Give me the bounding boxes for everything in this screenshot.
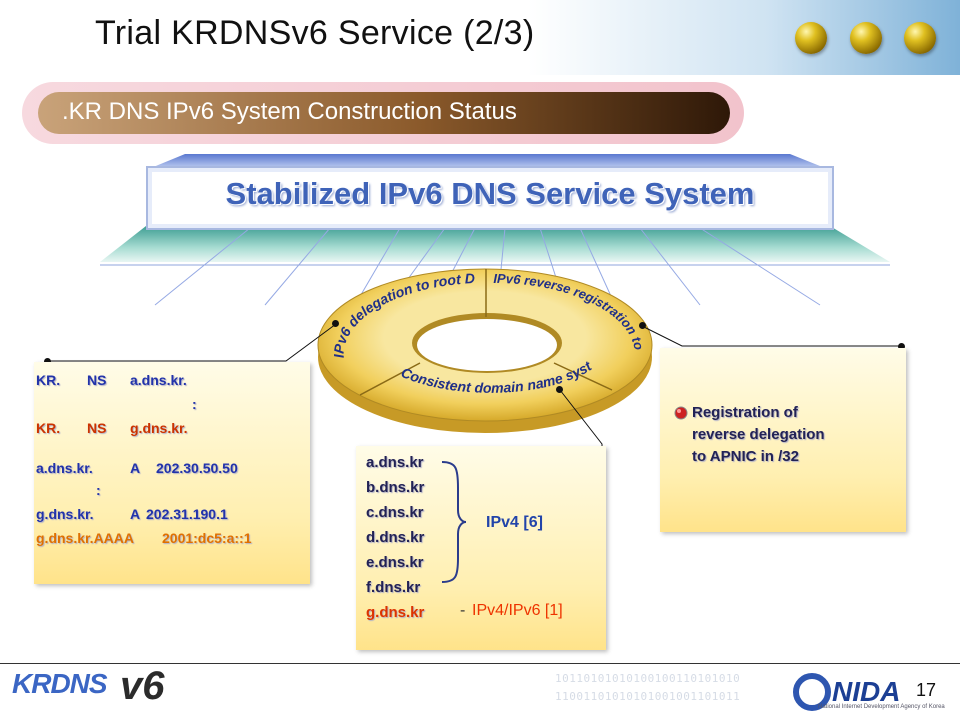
ipv4-label: IPv4 [6] — [486, 514, 543, 531]
connector-dot — [898, 343, 905, 350]
banner-title: Stabilized IPv6 DNS Service System — [225, 176, 755, 211]
server-name: a.dns.kr — [366, 454, 424, 471]
gold-ball-icon — [850, 22, 882, 54]
server-name: g.dns.kr — [366, 604, 425, 621]
record-value: 202.31.190.1 — [146, 506, 228, 522]
record-type: NS — [87, 372, 107, 388]
connector-dot — [639, 322, 646, 329]
record-name: g.dns.kr. — [36, 506, 94, 522]
subtitle-pill-inner — [38, 92, 730, 134]
dns-servers-note — [356, 446, 606, 650]
record-type: A — [130, 506, 141, 522]
page-number: 17 — [916, 680, 937, 700]
binary-watermark: 10110101010100100110101010 1100110101010… — [555, 670, 740, 706]
nida-logo: NIDA — [832, 676, 901, 707]
apnic-line: reverse delegation — [692, 426, 825, 443]
platform-bottom-slab — [100, 226, 890, 262]
record-name: g.dns.kr.AAAA — [36, 530, 135, 546]
record-name: a.dns.kr. — [36, 460, 93, 476]
page-title: Trial KRDNSv6 Service (2/3) — [95, 14, 535, 52]
nida-globe-icon — [793, 673, 831, 711]
connector-dot — [556, 386, 563, 393]
connector-dot — [332, 320, 339, 327]
server-name: b.dns.kr — [366, 479, 425, 496]
dns-records-note — [34, 362, 310, 584]
record-value: 2001:dc5:a::1 — [162, 530, 252, 546]
record-value: 202.30.50.50 — [156, 460, 238, 476]
record-name: KR. — [36, 420, 61, 436]
server-name: f.dns.kr — [366, 579, 421, 596]
gold-ball-icon — [795, 22, 827, 54]
record-ellipsis: : — [96, 482, 101, 498]
footer-divider — [0, 663, 960, 664]
record-value: g.dns.kr. — [130, 420, 188, 436]
server-name: d.dns.kr — [366, 529, 425, 546]
banner-box — [146, 166, 834, 230]
apnic-line: to APNIC in /32 — [692, 448, 799, 465]
server-name: e.dns.kr — [366, 554, 424, 571]
dash-label: - — [460, 602, 466, 619]
red-bullet-icon — [674, 406, 688, 420]
record-name: KR. — [36, 372, 61, 388]
dual-stack-label: IPv4/IPv6 [1] — [472, 602, 563, 619]
binary-line: 11001101010101001001101011 — [555, 690, 741, 703]
ring-diagram: IPv6 delegation to root DNS IPv6 reverse… — [300, 255, 653, 433]
record-value: a.dns.kr. — [130, 372, 187, 388]
nida-subtitle: National Internet Development Agency of … — [818, 704, 945, 710]
brace-icon — [441, 461, 467, 583]
apnic-note — [660, 348, 906, 532]
server-name: c.dns.kr — [366, 504, 424, 521]
gold-ball-icon — [904, 22, 936, 54]
krdns-logo: KRDNS — [12, 668, 108, 699]
ring-hole — [417, 319, 557, 371]
connector-dot — [44, 358, 51, 365]
section-subtitle: .KR DNS IPv6 System Construction Status — [62, 98, 517, 125]
apnic-line: Registration of — [692, 404, 798, 421]
perspective-rays — [154, 227, 821, 306]
binary-line: 10110101010100100110101010 — [555, 672, 741, 685]
krdns-logo-six: v6 — [120, 664, 165, 708]
record-type: NS — [87, 420, 107, 436]
record-type: A — [130, 460, 141, 476]
record-ellipsis: : — [192, 396, 197, 412]
